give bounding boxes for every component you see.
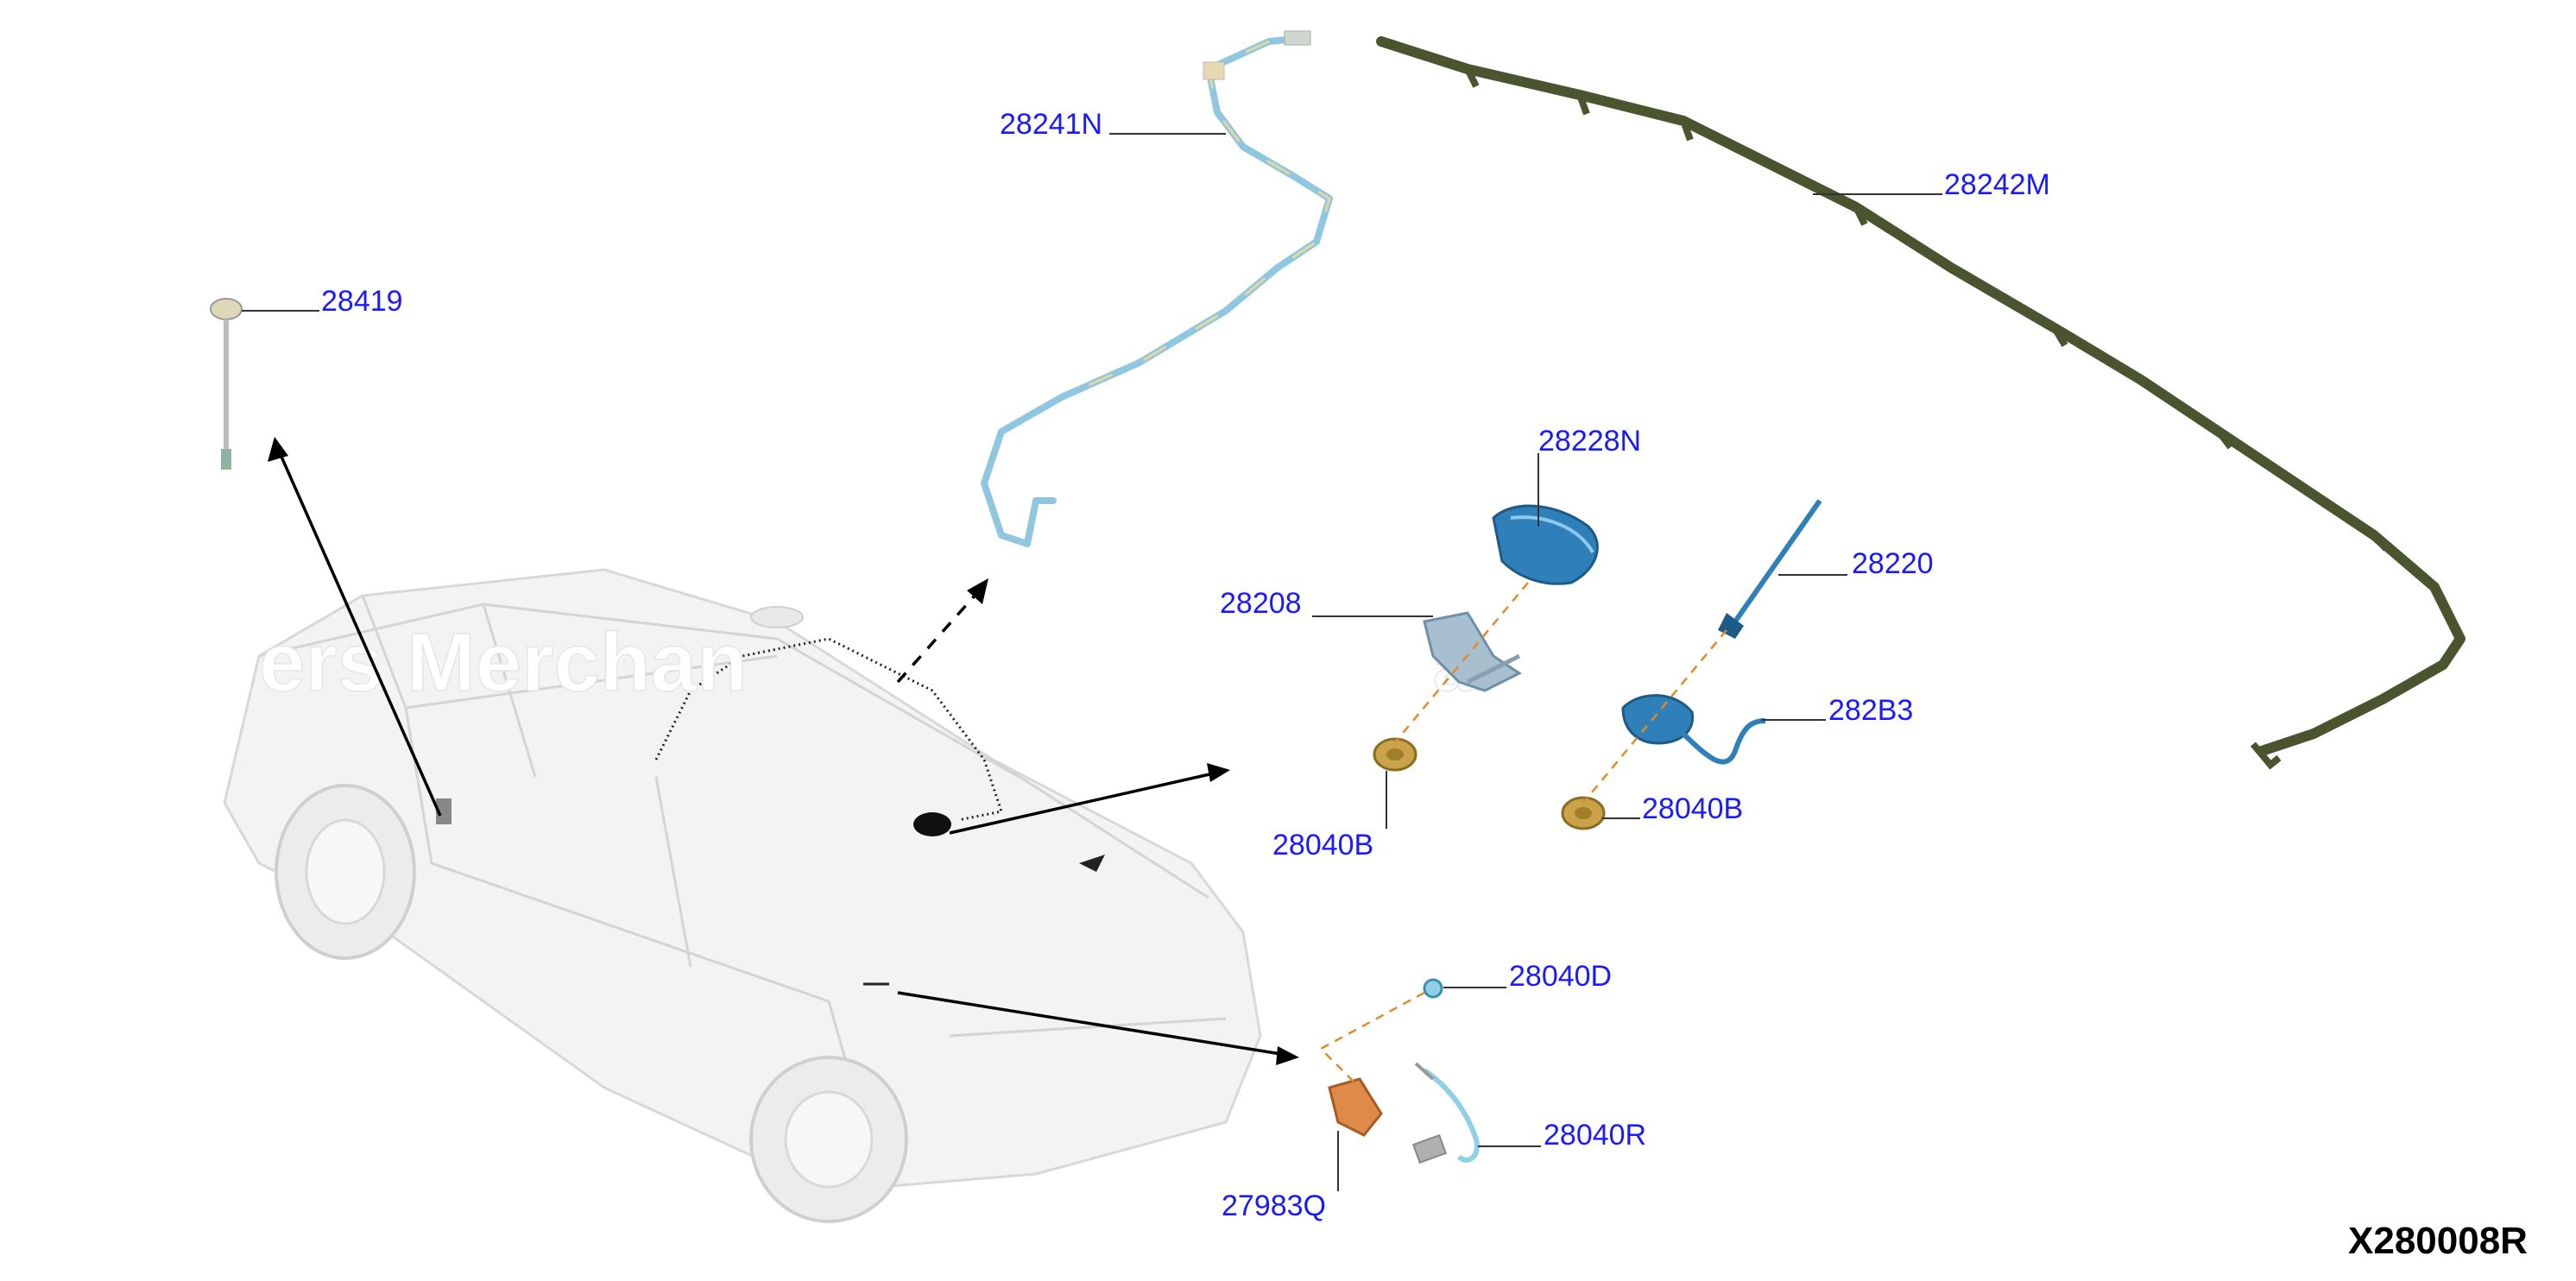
callout-28208: 28208 xyxy=(1220,587,1302,620)
callout-28241n: 28241N xyxy=(1000,108,1102,141)
callout-28419: 28419 xyxy=(321,285,403,318)
alignment-line-mast xyxy=(1582,629,1727,804)
part-27983q xyxy=(1328,1077,1383,1137)
part-28040b-right xyxy=(1561,796,1606,830)
callout-282b3: 282B3 xyxy=(1828,694,1913,727)
diagram-id: X280008R xyxy=(2348,1220,2528,1262)
callout-28242m: 28242M xyxy=(1944,168,2050,201)
part-28208 xyxy=(1423,611,1522,692)
vehicle-illustration xyxy=(223,568,1262,1223)
callout-28228n: 28228N xyxy=(1538,425,1641,458)
callout-28040r: 28040R xyxy=(1544,1119,1646,1152)
alignment-line-fin xyxy=(1394,582,1529,743)
part-28040r xyxy=(1411,1062,1480,1164)
harness-28241n xyxy=(981,30,1333,547)
callout-27983q: 27983Q xyxy=(1222,1190,1326,1222)
alignment-line-connector xyxy=(1318,991,1425,1084)
callout-28040b-left: 28040B xyxy=(1272,829,1373,861)
part-282b3 xyxy=(1621,694,1766,765)
callout-28040d: 28040D xyxy=(1509,960,1612,993)
harness-28242m xyxy=(1376,36,2466,770)
part-28040b-left xyxy=(1373,737,1417,772)
part-28228n xyxy=(1492,504,1599,585)
part-28040d xyxy=(1423,978,1443,999)
arrows xyxy=(268,437,1299,1065)
part-28220 xyxy=(1718,499,1822,639)
callout-28220: 28220 xyxy=(1852,547,1934,580)
watermark-text: ers Merchan xyxy=(259,616,748,709)
callout-28040b-right: 28040B xyxy=(1642,792,1743,825)
part-28419 xyxy=(210,298,243,470)
leader-lines xyxy=(242,133,1942,1191)
